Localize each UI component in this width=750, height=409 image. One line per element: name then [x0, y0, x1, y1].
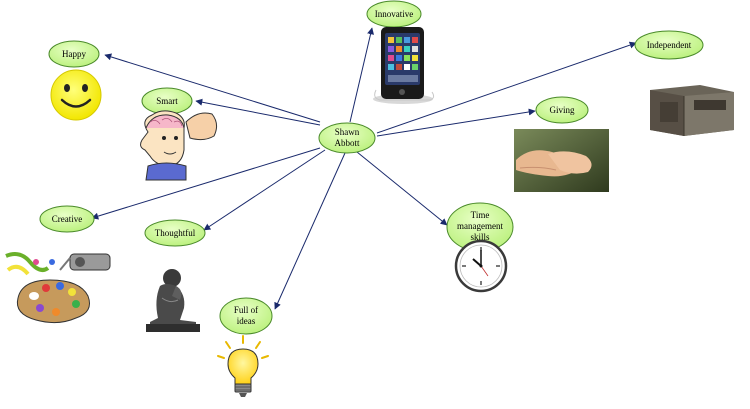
giving-hands-image [514, 129, 609, 192]
connector-giving [376, 108, 536, 137]
node-happy-label: Happy [62, 49, 86, 59]
center-node[interactable]: Shawn Abbott [318, 122, 376, 154]
node-happy[interactable]: Happy [48, 40, 100, 68]
connector-independent [376, 41, 637, 134]
node-full-of-ideas[interactable]: Full of ideas [219, 297, 273, 335]
node-independent[interactable]: Independent [634, 30, 704, 60]
light-bulb-image [217, 335, 269, 397]
center-label-line1: Shawn [335, 127, 360, 137]
smiley-face-image [50, 69, 102, 121]
connector-ideas [274, 152, 346, 310]
wall-clock-image [454, 239, 508, 293]
node-time-label-line3: skills [470, 232, 490, 242]
connector-happy [104, 53, 321, 123]
node-thoughtful[interactable]: Thoughtful [144, 219, 206, 247]
node-time-label-line2: management [457, 221, 503, 231]
node-ideas-label-line1: Full of [234, 305, 258, 315]
node-time-management[interactable]: Time management skills [446, 202, 514, 252]
node-ideas-label-line2: ideas [237, 316, 256, 326]
connector-thoughtful [203, 149, 326, 231]
node-giving-label: Giving [549, 105, 575, 115]
node-giving[interactable]: Giving [535, 96, 589, 124]
node-thoughtful-label: Thoughtful [155, 228, 196, 238]
connector-creative [91, 147, 321, 220]
art-palette-image [5, 252, 111, 324]
node-innovative-label: Innovative [375, 9, 414, 19]
connectors [91, 27, 637, 310]
cartoon-brain-image [140, 110, 218, 181]
connector-time [356, 151, 448, 226]
thinker-statue-image [146, 269, 200, 332]
center-label-line2: Abbott [334, 138, 360, 148]
connector-smart [195, 98, 321, 126]
node-smart[interactable]: Smart [141, 87, 193, 115]
node-innovative[interactable]: Innovative [366, 0, 422, 28]
node-time-label-line1: Time [471, 210, 490, 220]
node-independent-label: Independent [647, 40, 692, 50]
node-creative-label: Creative [52, 214, 83, 224]
node-smart-label: Smart [156, 96, 178, 106]
node-creative[interactable]: Creative [39, 205, 95, 233]
office-cubicle-image [650, 85, 734, 136]
mp3-player-image [373, 27, 435, 104]
connector-innovative [349, 27, 374, 123]
